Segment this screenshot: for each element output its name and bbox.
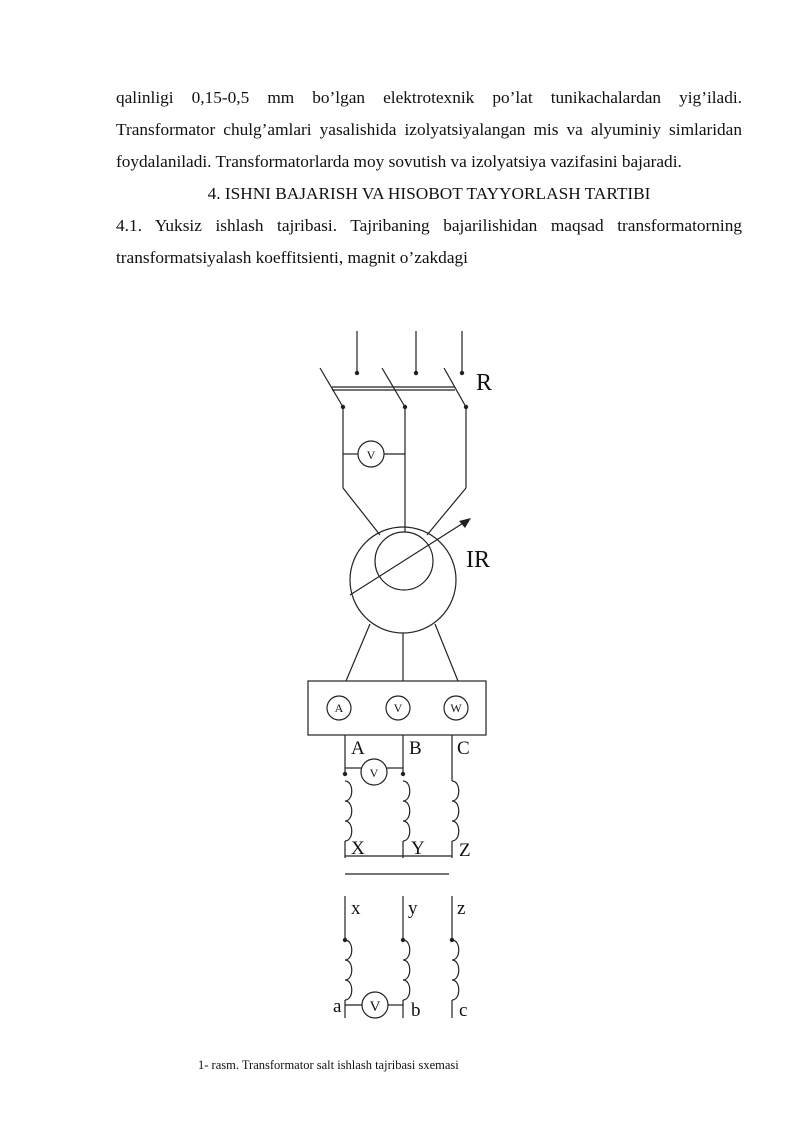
primary-start-c: C [457, 738, 470, 759]
top-voltmeter-label: V [367, 448, 376, 462]
primary-voltmeter-label: V [370, 766, 379, 780]
induction-regulator: IR [345, 518, 490, 682]
primary-end-y: Y [411, 838, 425, 859]
panel-voltmeter-symbol [385, 695, 411, 721]
section-heading: 4. ISHNI BAJARISH VA HISOBOT TAYYORLASH … [207, 184, 651, 203]
secondary-end-c: c [459, 1000, 467, 1021]
switch-label: R [476, 370, 492, 396]
primary-start-b: B [409, 738, 422, 759]
figure-caption: 1- rasm. Transformator salt ishlash tajr… [198, 1058, 459, 1072]
document-text: qalinligi 0,15-0,5 mm bo’lgan elektrotex… [116, 82, 742, 274]
paragraph-1: qalinligi 0,15-0,5 mm bo’lgan elektrotex… [116, 88, 742, 171]
primary-winding: V A B C X Y Z [342, 735, 471, 861]
paragraph-2: 4.1. Yuksiz ishlash tajribasi. Tajribani… [116, 216, 742, 267]
primary-voltmeter-symbol [360, 758, 388, 786]
top-voltmeter-symbol [357, 440, 385, 468]
secondary-winding: V x y z a b c [333, 896, 467, 1021]
primary-end-z: Z [459, 840, 471, 861]
ammeter-symbol [326, 695, 352, 721]
three-pole-switch: R [319, 331, 492, 410]
secondary-end-a: a [333, 996, 342, 1017]
primary-coil-c [451, 780, 460, 842]
secondary-coil-b [402, 939, 411, 1001]
secondary-coil-a [344, 939, 353, 1001]
ammeter-label: A [335, 701, 344, 715]
primary-coil-b [402, 780, 411, 842]
secondary-start-z: z [457, 898, 465, 919]
secondary-voltmeter-symbol [361, 991, 389, 1019]
primary-coil-a [344, 780, 353, 842]
secondary-coil-c [451, 939, 460, 1001]
measuring-panel: A V W [307, 680, 487, 736]
regulator-label: IR [466, 547, 490, 573]
secondary-start-x: x [351, 898, 361, 919]
wattmeter-symbol [443, 695, 469, 721]
switch-to-regulator-wiring: V [342, 407, 467, 536]
secondary-start-y: y [408, 898, 418, 919]
secondary-voltmeter-label: V [370, 999, 381, 1015]
panel-voltmeter-label: V [394, 701, 403, 715]
primary-end-x: X [351, 838, 365, 859]
primary-start-a: A [351, 738, 365, 759]
wattmeter-label: W [450, 701, 462, 715]
secondary-end-b: b [411, 1000, 421, 1021]
